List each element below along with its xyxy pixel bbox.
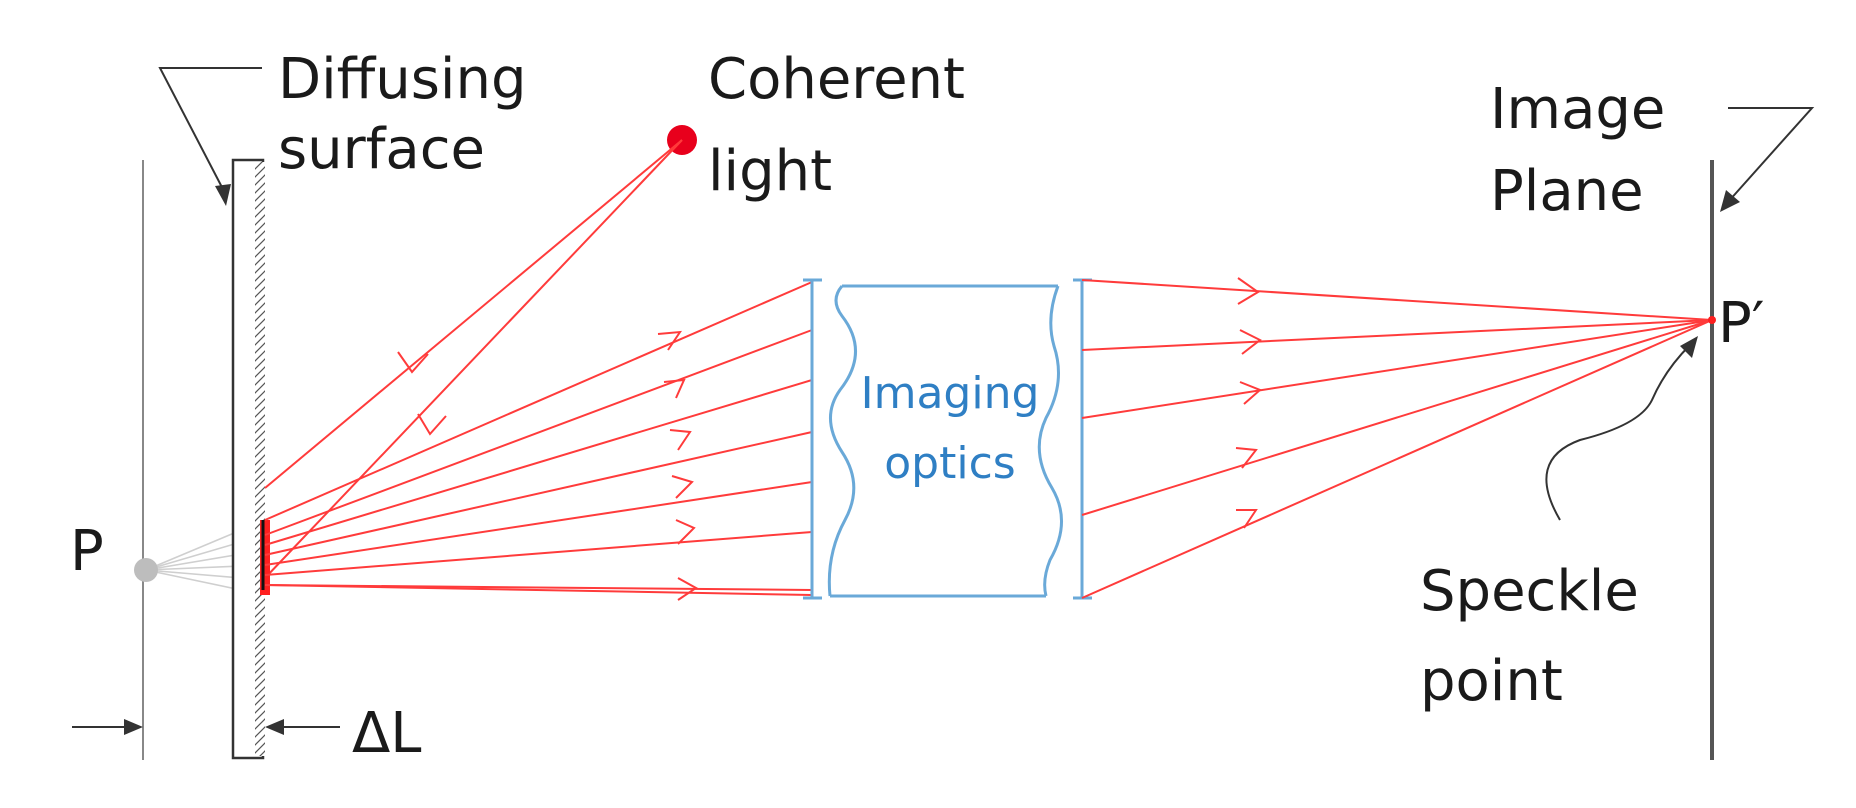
point-p-prime-dot [1708,316,1716,324]
point-p-prime-label: P′ [1718,291,1764,356]
speckle-pointer-arrow [1545,336,1698,521]
coherent-label-line1: Coherent [708,47,965,112]
delta-l-label: ΔL [352,701,422,766]
converging-rays-to-image [1081,279,1713,599]
image-plane-label-line2: Plane [1490,159,1644,224]
diffusing-label-line2: surface [278,117,485,182]
speckle-label-line1: Speckle [1420,559,1639,624]
imaging-optics-lens [803,278,1092,600]
image-plane-pointer-arrow [1720,107,1815,212]
diffusing-surface-texture [255,162,265,756]
image-plane-label-line1: Image [1490,77,1665,142]
incident-rays [264,139,683,579]
diffusing-pointer-arrow [158,67,262,206]
delta-l-arrows [72,719,340,735]
speckle-label-line2: point [1420,649,1563,714]
p-virtual-rays [145,519,266,596]
point-p-label: P [70,519,104,584]
coherent-label-line2: light [708,139,832,204]
ray-arrowheads-right [1235,277,1262,529]
point-p-dot [134,558,158,582]
ray-arrowheads-left [657,330,698,601]
illuminated-spot [260,520,270,595]
imaging-optics-label-line2: optics [884,438,1015,489]
diffusing-label-line1: Diffusing [278,47,527,112]
imaging-optics-label-line1: Imaging [861,368,1040,419]
scattered-rays-to-optics [264,281,813,596]
